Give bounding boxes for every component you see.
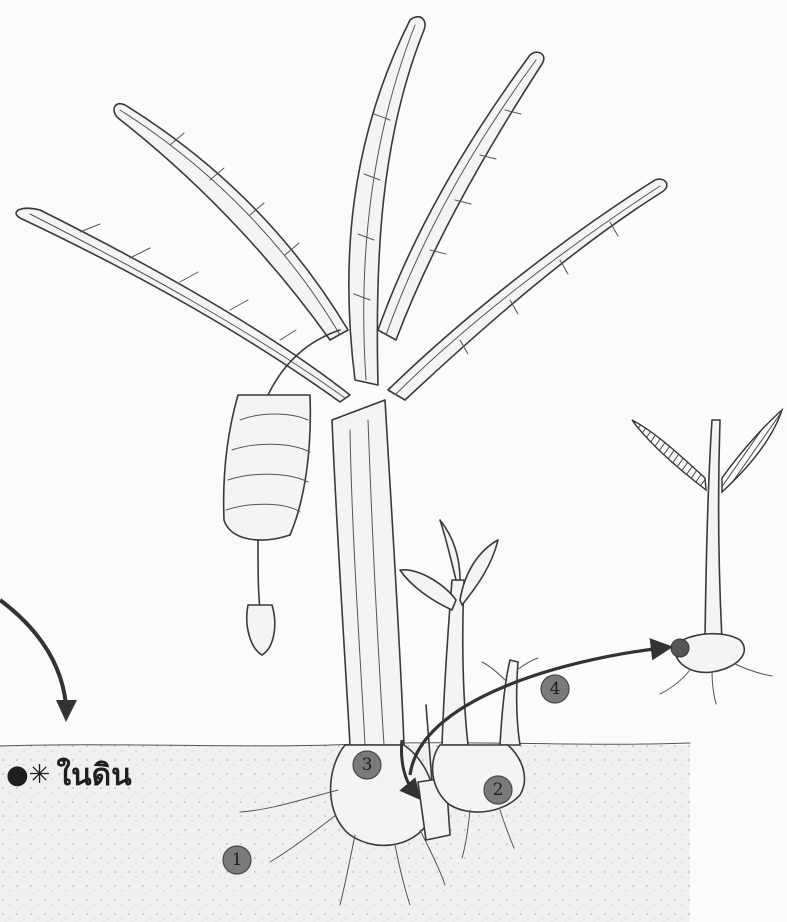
- banana-leaves: [16, 17, 667, 402]
- bomb-icon: ●✳: [6, 762, 50, 788]
- step-marker-1: 1: [223, 846, 251, 874]
- svg-text:4: 4: [550, 679, 561, 699]
- step-marker-3: 3: [353, 751, 381, 779]
- svg-text:2: 2: [493, 780, 504, 800]
- soil-label: ●✳ ในดิน: [0, 748, 192, 802]
- step-marker-2: 2: [484, 776, 512, 804]
- step-marker-4: 4: [541, 675, 569, 703]
- transplanted-seedling: [632, 410, 782, 704]
- left-curved-arrow: [0, 600, 77, 722]
- svg-text:1: 1: [232, 850, 243, 870]
- soil-label-text: ในดิน: [56, 752, 131, 799]
- svg-text:3: 3: [362, 755, 373, 775]
- banana-pseudostem: [332, 400, 404, 745]
